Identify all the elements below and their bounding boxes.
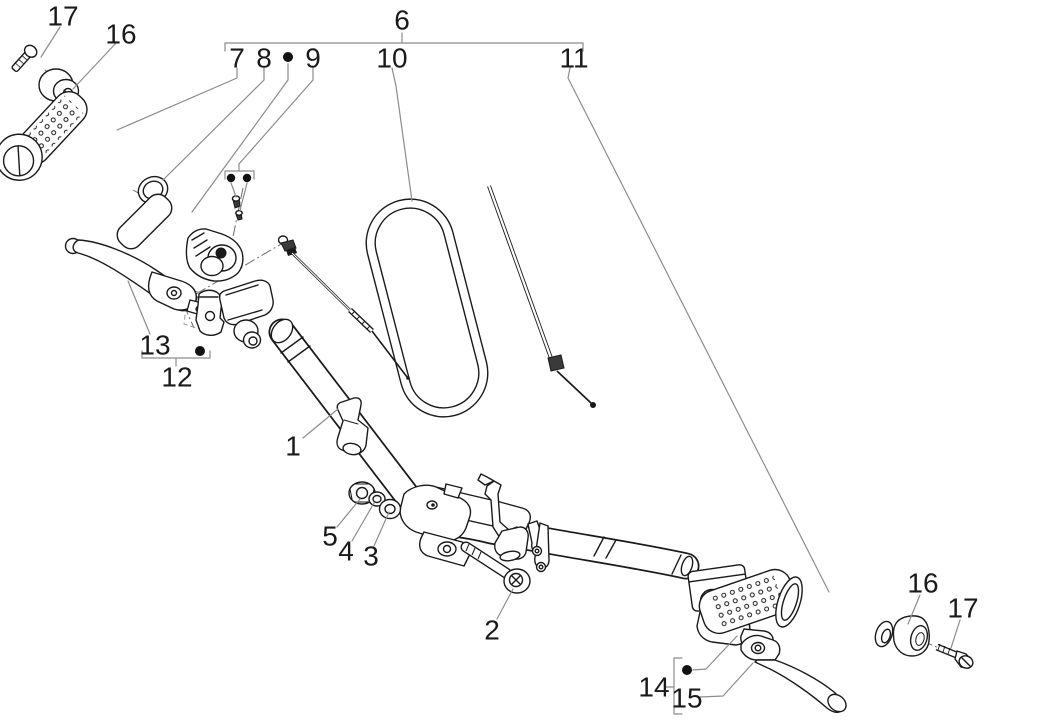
leader-dot-throttle (191, 63, 289, 213)
front-master-cylinder (195, 279, 274, 349)
leader-11 (567, 67, 830, 593)
callout-4: 4 (338, 536, 354, 567)
leader-17-topleft (40, 26, 61, 58)
grip-end-screw-right (935, 643, 974, 669)
leader-1 (302, 408, 339, 439)
leader-17-bottomright (950, 619, 961, 649)
callout-13: 13 (139, 330, 170, 361)
leader-screw-b (239, 182, 248, 212)
leader-8 (162, 67, 265, 181)
callout-7: 7 (229, 43, 245, 74)
mount-stub (494, 526, 529, 562)
leader-dot-14 (692, 635, 738, 671)
leader-screw-a (230, 182, 237, 198)
dot-marker-screw-b (242, 173, 252, 183)
leader-5 (336, 498, 361, 528)
callout-12: 12 (161, 362, 192, 393)
callout-16-topleft: 16 (105, 19, 136, 50)
washer-small (368, 491, 386, 507)
leader-9 (238, 67, 314, 165)
grip-end-screw-left (11, 44, 38, 73)
transmission-cable-loop (365, 198, 489, 418)
handlebar-clamp (399, 483, 531, 567)
clamp-bolt (460, 541, 531, 594)
washer-large (378, 498, 402, 520)
left-grip (698, 568, 894, 648)
callout-3: 3 (363, 541, 379, 572)
leader-7 (116, 67, 238, 131)
callout-11: 11 (559, 43, 588, 74)
dot-marker-screw-a (226, 173, 236, 183)
bracket-9-screws (224, 163, 255, 180)
callout-5: 5 (322, 521, 338, 552)
leader-3 (373, 511, 390, 547)
callout-8: 8 (256, 43, 272, 74)
brake-lever-right (740, 634, 847, 713)
wiring-bracket (527, 520, 550, 573)
housing-screw-a (231, 195, 241, 209)
leader-lines (40, 26, 961, 715)
callout-labels: 17 16 6 7 8 9 10 11 13 12 1 5 4 3 2 14 1… (47, 1, 978, 714)
callout-16-bottomright: 16 (907, 568, 938, 599)
leader-16-bottomright (907, 594, 921, 625)
throttle-cable-with-adjuster (277, 235, 410, 380)
callout-6: 6 (394, 5, 410, 36)
throttle-grip (0, 90, 88, 181)
cable-end-with-wire (487, 185, 596, 408)
callout-1: 1 (285, 431, 301, 462)
callout-2: 2 (484, 615, 500, 646)
callout-17-bottomright: 17 (947, 593, 978, 624)
dot-marker-top (283, 52, 293, 62)
dot-marker-left-lever (195, 346, 205, 356)
leader-4 (351, 502, 375, 542)
leader-2 (496, 588, 514, 620)
housing-screw-b (235, 209, 243, 221)
bar-end-cap-right (892, 615, 930, 657)
leader-15 (699, 662, 754, 698)
bracket-12 (141, 350, 211, 367)
bracket-6 (224, 32, 584, 52)
leader-10 (391, 67, 413, 202)
bracket-14 (664, 657, 683, 715)
dot-marker-right-lever (682, 665, 692, 675)
unnumbered-part-dots (195, 52, 692, 675)
leader-13 (127, 280, 151, 335)
throttle-tube-housing (116, 193, 244, 282)
leader-16-topleft (72, 41, 118, 90)
callout-14: 14 (638, 672, 669, 703)
callout-9: 9 (305, 43, 321, 74)
callout-10: 10 (376, 43, 407, 74)
callout-15: 15 (671, 683, 702, 714)
handlebar-stop-bracket (336, 397, 369, 456)
callout-17-topleft: 17 (47, 1, 78, 32)
